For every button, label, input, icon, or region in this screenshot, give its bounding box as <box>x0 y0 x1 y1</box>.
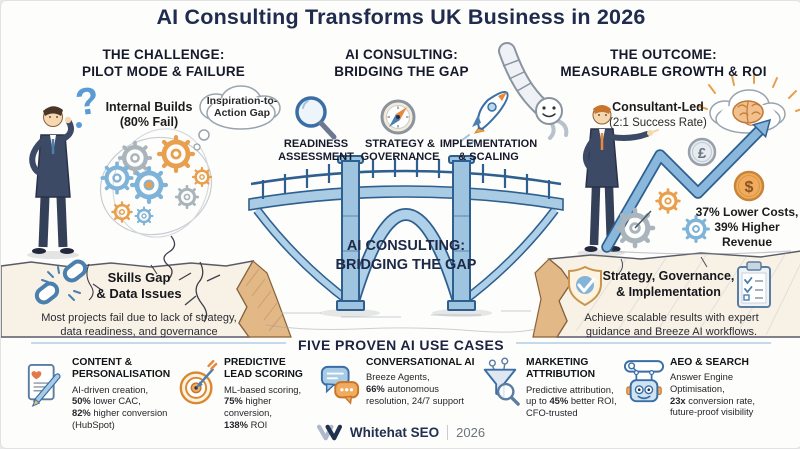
step-implementation-label: IMPLEMENTATION& SCALING <box>439 138 538 164</box>
skills-gap-label: Skills Gap& Data Issues <box>96 270 182 302</box>
gears-icon <box>608 188 792 255</box>
dollar-coin-icon: $ <box>733 170 765 202</box>
svg-text:$: $ <box>745 179 754 196</box>
outcome-heading: THE OUTCOME:MEASURABLE GROWTH & ROI <box>560 47 767 80</box>
svg-text:£: £ <box>698 145 707 162</box>
gears-cluster-icon <box>99 128 213 280</box>
use-case-body: AI-driven creation,50% lower CAC,82% hig… <box>72 383 168 430</box>
shield-check-icon <box>568 265 602 307</box>
strategy-implementation-label: Strategy, Governance,& Implementation <box>602 269 735 299</box>
predictive-lead-scoring-icon <box>179 359 218 405</box>
challenge-heading: THE CHALLENGE:PILOT MODE & FAILURE <box>81 47 245 80</box>
step-strategy-label: STRATEGY &GOVERNANCE <box>360 138 440 164</box>
consultant-led-sub: (2:1 Success Rate) <box>609 116 707 129</box>
use-cases-heading: FIVE PROVEN AI USE CASES <box>298 337 504 353</box>
marketing-attribution-icon <box>483 357 520 406</box>
consulting-heading: AI CONSULTING:BRIDGING THE GAP <box>334 47 469 80</box>
brain-cloud-icon <box>697 73 800 134</box>
robot-arm-icon <box>498 42 569 140</box>
use-case-title: CONTENT &PERSONALISATION <box>72 357 171 381</box>
page-title: AI Consulting Transforms UK Business in … <box>156 5 646 29</box>
growth-arrow-icon <box>601 118 772 253</box>
bridge-illustration <box>248 155 564 317</box>
thought-cloud-icon <box>193 85 281 151</box>
use-case-body: ML-based scoring,75% higher conversion,1… <box>224 383 302 430</box>
consultant-led-label: Consultant-Led (2:1 Success Rate) <box>603 100 713 130</box>
checklist-icon <box>737 261 771 308</box>
question-mark-icon: ? <box>73 80 102 128</box>
bridge-label: AI CONSULTING:BRIDGING THE GAP <box>335 238 477 274</box>
content-personalisation-icon <box>27 364 61 407</box>
pound-coin-icon: £ <box>687 137 717 167</box>
use-case-item-conversational: CONVERSATIONAL AI Breeze Agents,66% auto… <box>319 356 479 430</box>
use-case-title: CONVERSATIONAL AI <box>366 357 475 368</box>
brand-name: Whitehat SEO <box>349 425 440 440</box>
thought-cloud-label: Inspiration-to-Action Gap <box>206 95 278 120</box>
internal-builds-label: Internal Builds(80% Fail) <box>105 100 193 129</box>
brand-logo-icon <box>316 424 342 441</box>
conversational-ai-icon <box>320 365 360 405</box>
rocket-icon <box>460 90 509 146</box>
right-businessman <box>577 105 660 257</box>
compass-icon <box>380 99 416 135</box>
challenge-caption: Most projects fail due to lack of strate… <box>41 312 237 339</box>
footer-year: 2026 <box>456 425 486 440</box>
use-case-body: Predictive attribution,up to 45% better … <box>526 383 617 418</box>
use-cases-row: CONTENT &PERSONALISATION AI-driven creat… <box>25 356 795 430</box>
use-case-item-content: CONTENT &PERSONALISATION AI-driven creat… <box>25 356 177 430</box>
footer: Whitehat SEO 2026 <box>1 424 800 441</box>
left-businessman <box>27 106 79 259</box>
aeo-search-icon <box>623 360 665 403</box>
chasm-ground <box>265 310 537 333</box>
broken-chain-icon <box>34 259 88 305</box>
footer-separator <box>447 425 449 440</box>
svg-text:?: ? <box>73 80 102 125</box>
consultant-led-title: Consultant-Led <box>612 100 704 114</box>
use-case-title: AEO & SEARCH <box>670 357 749 368</box>
magnifier-icon <box>295 96 337 140</box>
left-cliff <box>1 260 292 338</box>
